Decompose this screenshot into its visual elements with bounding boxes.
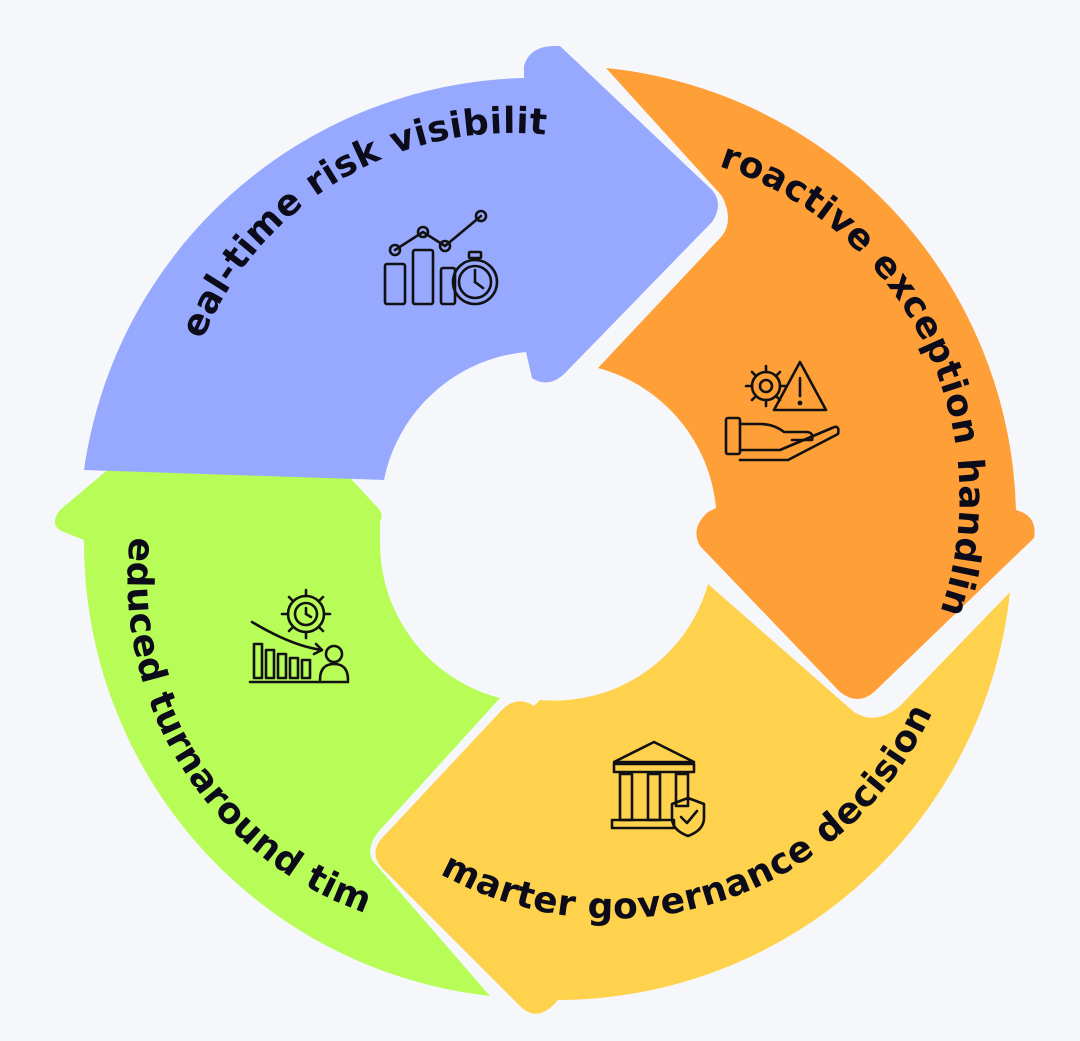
segment-orange — [598, 68, 1035, 699]
bank-shield-icon — [610, 740, 706, 838]
chart-clock-icon — [383, 209, 499, 306]
gear-clock-chart-person-icon — [248, 588, 350, 684]
gear-warning-hand-icon — [724, 360, 840, 462]
segment-green — [54, 364, 500, 996]
